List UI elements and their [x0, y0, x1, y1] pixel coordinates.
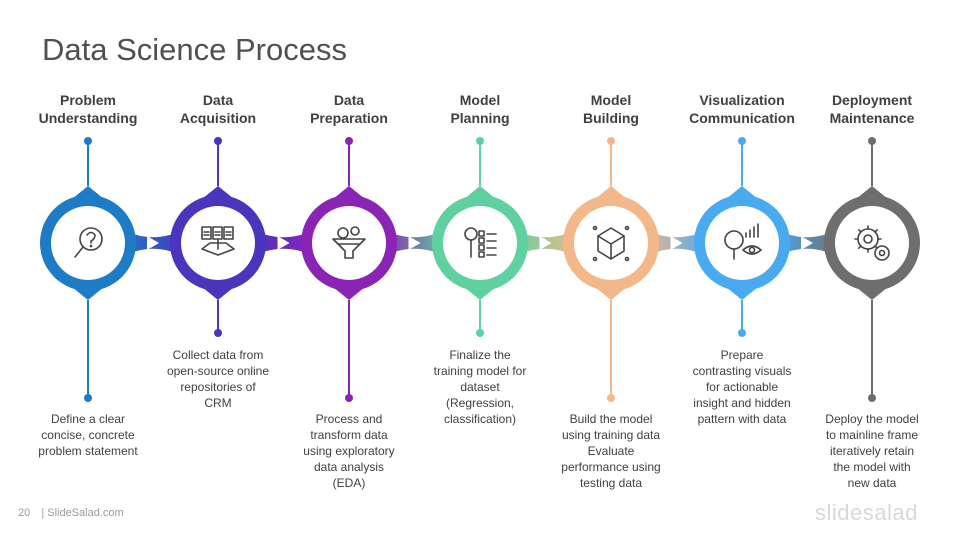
stem-dot	[868, 394, 876, 402]
data-funnel-gears-icon	[332, 226, 366, 259]
gears-icon	[854, 225, 890, 261]
magnifier-question-icon	[74, 227, 103, 258]
brand-logo: slidesalad	[815, 500, 918, 525]
arrow-right-icon	[801, 236, 813, 250]
stem-dot	[84, 394, 92, 402]
checklist-gear-icon	[464, 227, 497, 258]
arrow-right-icon	[670, 236, 683, 250]
step-description: Define a clear concise, concrete problem…	[38, 412, 138, 458]
step-title: Model Planning	[450, 92, 510, 126]
step-description: Finalize the training model for dataset …	[433, 348, 527, 426]
step-inner	[51, 206, 125, 280]
arrow-right-icon	[408, 236, 421, 250]
step-inner	[574, 206, 648, 280]
step-title: Problem Understanding	[38, 92, 138, 126]
process-step	[694, 137, 790, 337]
footer-source: | SlideSalad.com	[41, 507, 124, 519]
page-title: Data Science Process	[42, 32, 347, 67]
footer: 20 | SlideSalad.com	[18, 507, 124, 519]
stem-dot	[607, 137, 615, 145]
stem-dot	[476, 329, 484, 337]
stem-dot	[345, 394, 353, 402]
process-step	[170, 137, 266, 337]
documents-tray-icon	[201, 226, 235, 256]
process-step	[301, 137, 397, 402]
stem-dot	[345, 137, 353, 145]
chart-eye-icon	[724, 223, 762, 260]
process-step	[563, 137, 659, 402]
step-description: Prepare contrasting visuals for actionab…	[692, 348, 792, 426]
page-number: 20	[18, 507, 31, 519]
step-description: Collect data from open-source online rep…	[166, 348, 270, 410]
stem-dot	[84, 137, 92, 145]
stem-dot	[607, 394, 615, 402]
arrow-right-icon	[539, 236, 552, 250]
stem-dot	[214, 329, 222, 337]
step-description: Deploy the model to mainline frame itera…	[825, 412, 919, 490]
stem-dot	[476, 137, 484, 145]
step-title: Data Preparation	[310, 92, 388, 126]
step-inner	[312, 206, 386, 280]
process-step	[824, 137, 920, 402]
step-description: Process and transform data using explora…	[303, 412, 395, 490]
arrow-right-icon	[277, 236, 290, 250]
step-title: Data Acquisition	[179, 92, 257, 126]
step-title: Deployment Maintenance	[829, 92, 915, 126]
step-title: Visualization Communication	[689, 92, 795, 126]
process-step	[432, 137, 528, 337]
stem-dot	[214, 137, 222, 145]
process-step	[40, 137, 136, 402]
step-inner	[835, 206, 909, 280]
cube-network-icon	[592, 225, 630, 262]
stem-dot	[868, 137, 876, 145]
step-title: Model Building	[583, 92, 639, 126]
stem-dot	[738, 137, 746, 145]
stem-dot	[738, 329, 746, 337]
step-description: Build the model using training data Eval…	[561, 412, 661, 490]
arrow-right-icon	[147, 236, 159, 250]
